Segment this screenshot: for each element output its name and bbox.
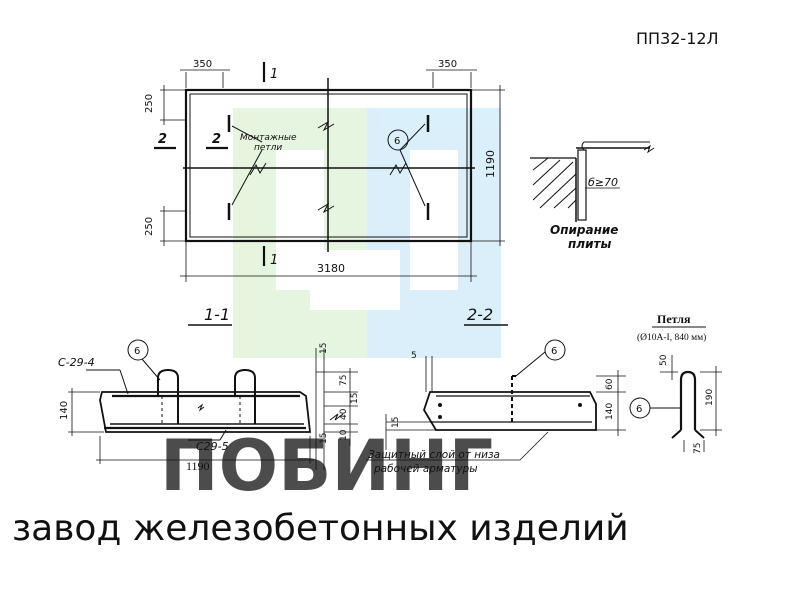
dim-15-bottom: 15	[319, 433, 329, 444]
support-label-line1: Опирание	[550, 223, 618, 237]
cover-note-line2: рабочей арматуры	[373, 463, 478, 475]
section-2-dim-15: 15	[391, 417, 401, 428]
dim-10: 10	[339, 429, 349, 441]
loop-drawing	[629, 355, 722, 452]
callout-6-plan: 6	[394, 136, 400, 147]
dim-3180-length: 3180	[317, 262, 345, 275]
watermark-tagline: завод железобетонных изделий	[12, 508, 629, 549]
loop-dim-190: 190	[705, 389, 715, 406]
dim-250-upper: 250	[144, 94, 155, 113]
section-1-view	[68, 339, 358, 470]
section-1-width-dim: 1190	[186, 459, 210, 473]
callout-6-section-1: 6	[134, 346, 140, 357]
mesh-c29-5-label: С29-5	[196, 440, 229, 453]
section-1-label: 1-1	[204, 305, 230, 324]
plan-view	[154, 62, 505, 282]
section-2-dim-5: 5	[411, 351, 417, 361]
section-2-label: 2-2	[467, 305, 493, 324]
loop-dim-50: 50	[659, 354, 669, 366]
dim-250-lower: 250	[144, 217, 155, 236]
dim-15-mid: 15	[350, 393, 360, 404]
dim-75: 75	[339, 375, 349, 386]
dim-40: 40	[339, 408, 349, 420]
dim-350-left: 350	[193, 59, 212, 70]
rebar-dot	[438, 415, 442, 419]
loops-label-line2: петли	[254, 143, 282, 153]
rebar-dot	[578, 403, 582, 407]
section-mark-left-inner: 2	[212, 132, 221, 147]
section-2-dim-60: 60	[605, 378, 615, 390]
section-2-view	[366, 339, 626, 461]
rebar-dot	[438, 403, 442, 407]
loop-title: Петля	[657, 312, 691, 326]
support-bearing-dim: б≥70	[588, 176, 618, 189]
loops-label-line1: Монтажные	[240, 133, 297, 143]
loop-spec: (Ø10А-I, 840 мм)	[637, 332, 706, 343]
watermark-logo	[233, 108, 501, 358]
watermark-brand: ПОБИНГ	[160, 425, 493, 507]
dim-1190-height: 1190	[484, 150, 497, 178]
cover-note-line1: Защитный слой от низа	[368, 449, 500, 461]
section-2-dim-140: 140	[605, 403, 615, 420]
callout-6-section-2: 6	[551, 346, 557, 357]
section-mark-top: 1	[270, 67, 278, 82]
support-detail	[530, 141, 655, 222]
section-mark-bottom: 1	[270, 253, 278, 268]
support-label-line2: плиты	[568, 237, 611, 251]
section-mark-left-outer: 2	[158, 132, 167, 147]
dim-15-top: 15	[319, 343, 329, 354]
drawing-title: ПП32-12Л	[636, 29, 719, 48]
dim-350-right: 350	[438, 59, 457, 70]
mesh-c29-4-label: С-29-4	[58, 356, 95, 369]
section-1-height-dim: 140	[59, 401, 70, 420]
loop-dim-75: 75	[693, 443, 703, 454]
callout-6-loop: 6	[636, 404, 642, 415]
